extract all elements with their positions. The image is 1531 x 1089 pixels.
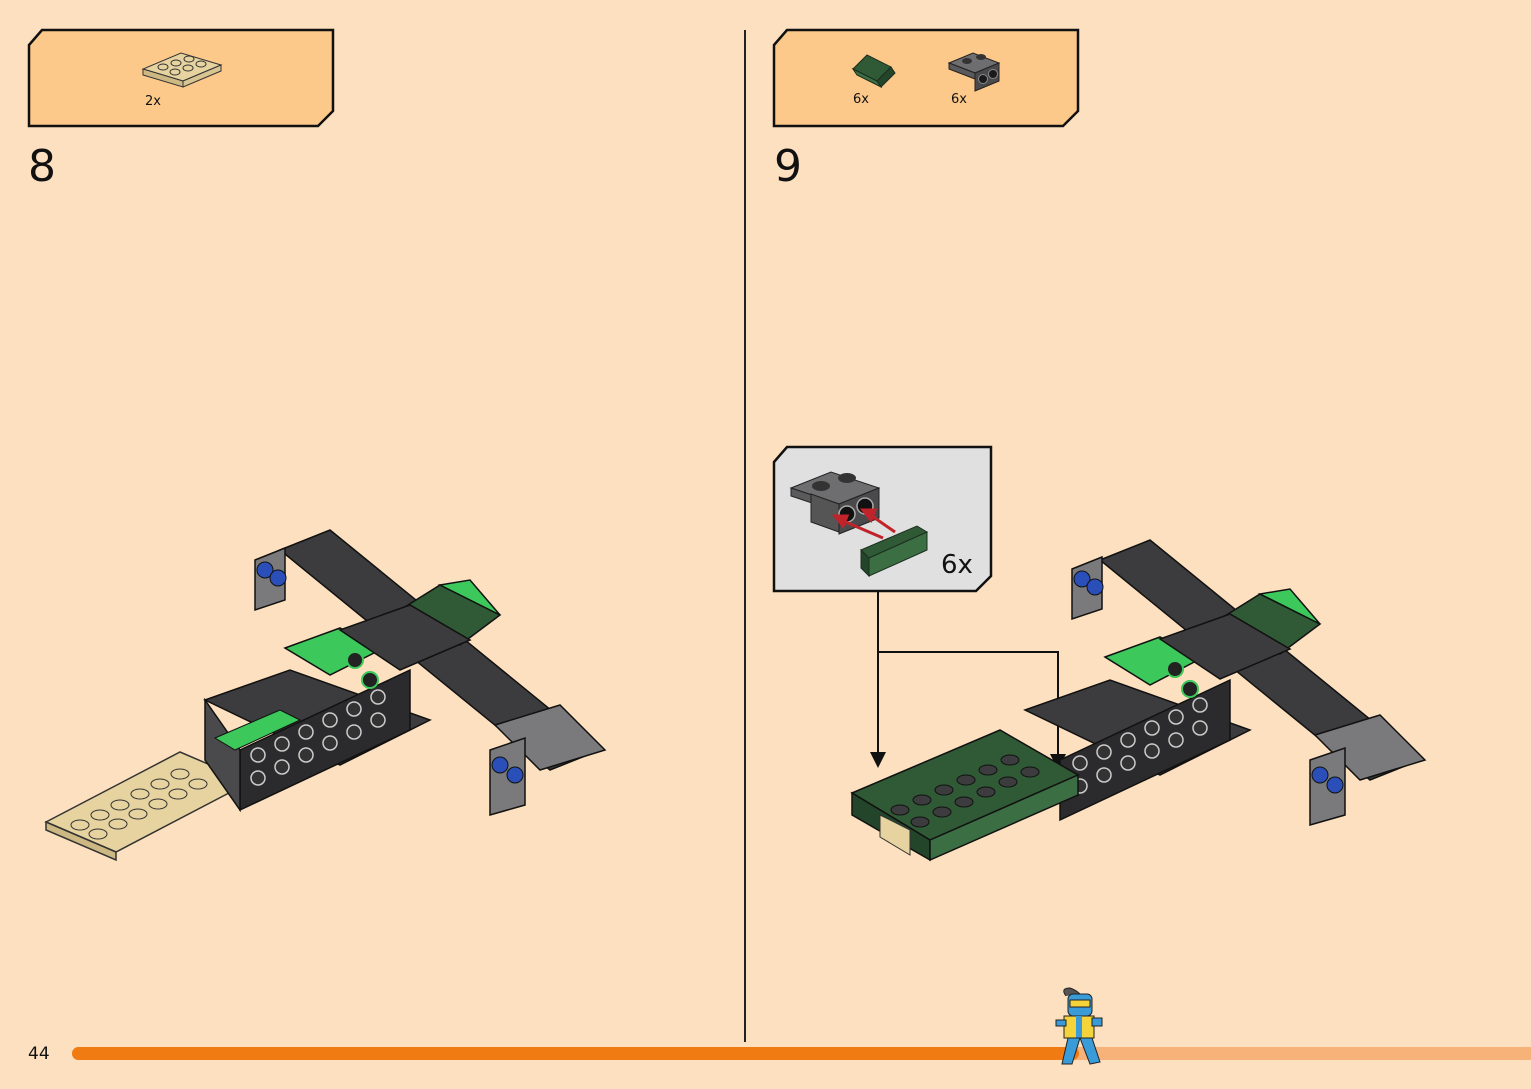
step9-part1-qty: 6x <box>853 92 869 107</box>
step8-number: 8 <box>28 141 56 192</box>
step9-parts-box <box>772 28 1080 128</box>
green-cab <box>283 579 502 689</box>
ninja-minifigure-icon <box>1055 987 1103 1065</box>
step8-part-qty: 2x <box>145 94 161 109</box>
step9-model-illustration <box>850 539 1427 862</box>
green-cab-9 <box>1103 588 1322 698</box>
black-body <box>203 668 432 813</box>
dark-gray-bracket-part-icon <box>947 52 1001 92</box>
dark-green-slope-part-icon <box>851 54 896 89</box>
tan-plate-part-icon <box>141 52 223 88</box>
page-divider <box>744 30 746 1042</box>
step9-callout-box <box>772 445 993 593</box>
callout-qty: 6x <box>941 550 973 580</box>
red-arrows <box>831 508 896 540</box>
step9-number: 9 <box>774 141 802 192</box>
dark-green-slopes-row <box>850 729 1080 862</box>
black-body-9 <box>1023 678 1252 822</box>
bracket-callout-icon <box>789 471 881 535</box>
step8-model-illustration <box>44 529 607 862</box>
progress-bar-done <box>72 1047 1079 1060</box>
page-number: 44 <box>28 1044 50 1064</box>
slope-callout-icon <box>860 525 929 578</box>
step9-part2-qty: 6x <box>951 92 967 107</box>
step8-parts-box <box>27 28 335 128</box>
